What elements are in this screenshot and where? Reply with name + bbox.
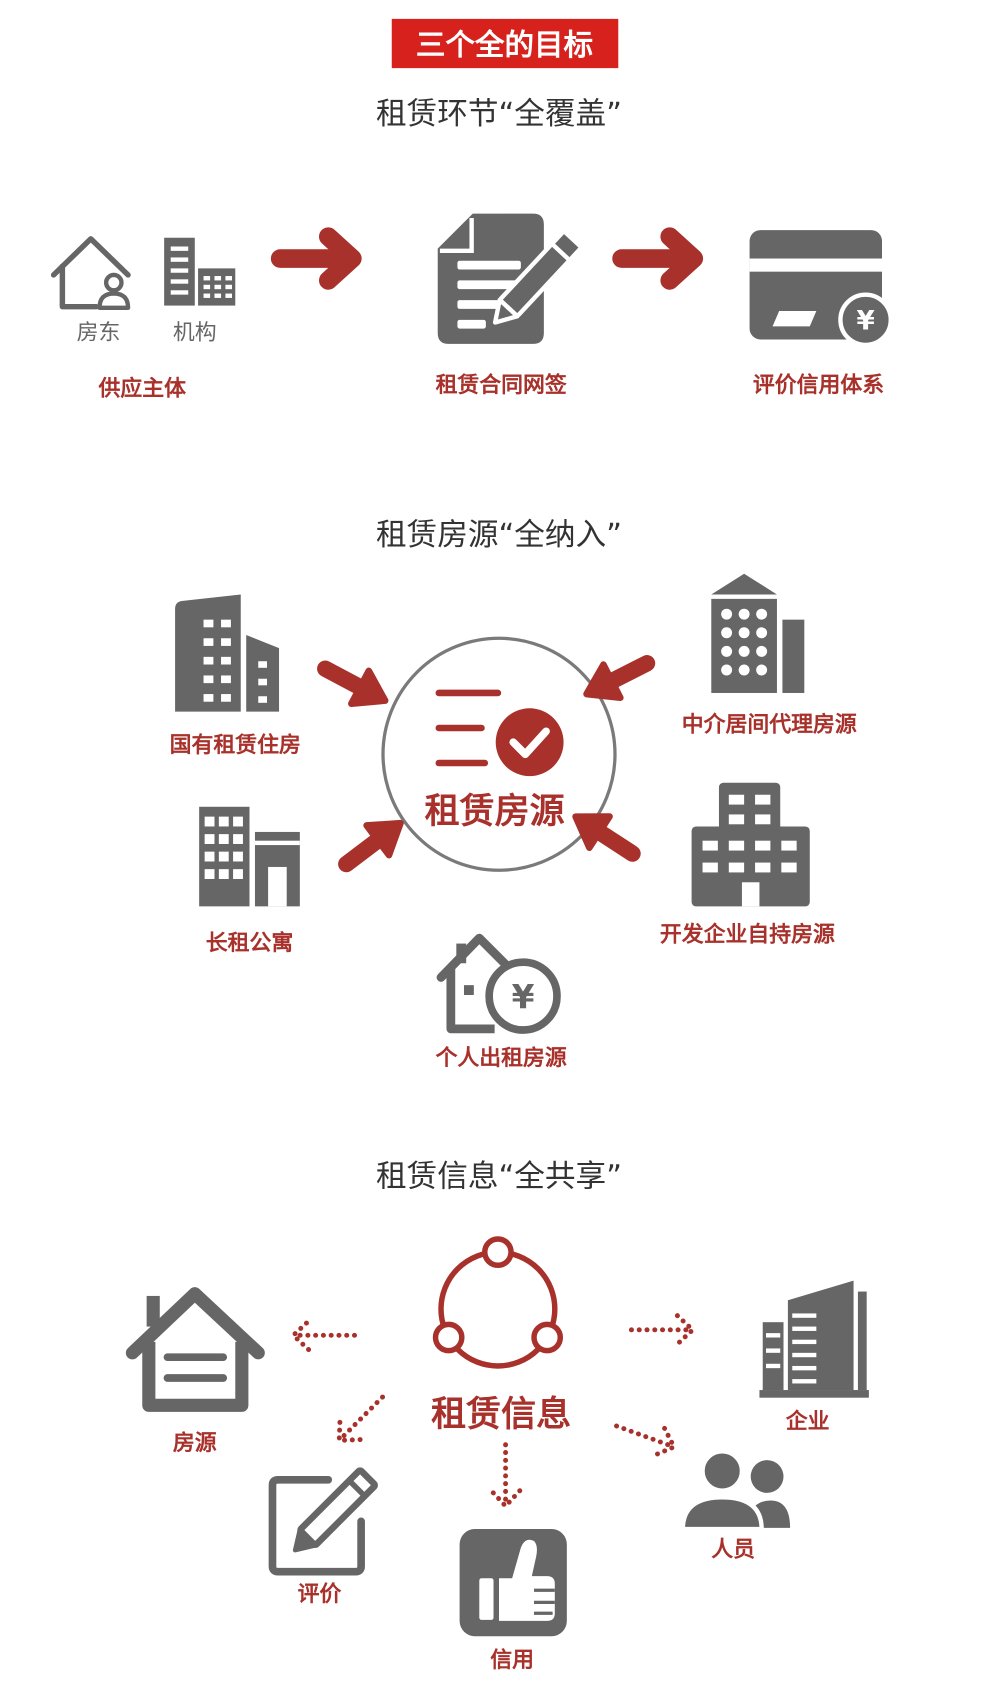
house-icon	[125, 1287, 265, 1412]
section-lease-process: 租赁环节“全覆盖” 房东 机构	[50, 97, 893, 401]
stepped-building-icon	[691, 782, 810, 907]
edit-icon	[268, 1467, 378, 1576]
title-badge: 三个全的目标	[391, 18, 619, 69]
center-info-label: 租赁信息	[431, 1394, 571, 1435]
agency-source-label: 中介居间代理房源	[682, 711, 857, 737]
building-icon	[175, 594, 280, 712]
arrow-to-center-icon	[317, 660, 389, 707]
yen-symbol: ¥	[856, 307, 874, 337]
evaluation-label: 评价	[298, 1582, 342, 1607]
office-building-icon	[164, 237, 236, 306]
center-source-label: 租赁房源	[425, 792, 565, 832]
section-housing-sources: 租赁房源“全纳入” 租赁房源	[170, 518, 857, 1071]
yen-symbol: ¥	[512, 978, 535, 1016]
contract-label: 租赁合同网签	[436, 372, 567, 398]
section2-title: 租赁房源“全纳入”	[376, 518, 622, 553]
developer-held-label: 开发企业自持房源	[660, 921, 835, 947]
section1-title: 租赁环节“全覆盖”	[376, 97, 622, 132]
document-pencil-icon	[437, 213, 583, 344]
list-check-icon	[435, 689, 564, 777]
arrow-to-center-icon	[338, 819, 404, 873]
house-person-icon	[50, 236, 131, 310]
housing-label: 房源	[173, 1430, 217, 1456]
dotted-arrow-icon	[488, 1442, 523, 1509]
institution-label: 机构	[173, 321, 217, 346]
credit-card-yen-icon: ¥	[749, 230, 893, 348]
section3-title: 租赁信息“全共享”	[376, 1159, 622, 1194]
apartment-icon	[199, 806, 300, 907]
arrow-to-center-icon	[583, 655, 656, 702]
flow-arrow-right-icon	[612, 227, 704, 290]
share-network-icon	[432, 1236, 564, 1369]
dotted-arrow-icon	[290, 1318, 358, 1353]
flow-arrow-right-icon	[270, 227, 362, 290]
enterprise-label: 企业	[786, 1408, 830, 1434]
landlord-label: 房东	[77, 321, 121, 346]
individual-source-label: 个人出租房源	[436, 1045, 567, 1071]
enterprise-building-icon	[759, 1280, 869, 1398]
tower-icon	[711, 573, 805, 693]
credit-label: 信用	[490, 1647, 534, 1673]
credit-system-label: 评价信用体系	[753, 372, 884, 398]
dotted-arrow-icon	[628, 1313, 696, 1347]
dotted-arrow-icon	[336, 1394, 386, 1443]
arrow-to-center-icon	[572, 813, 641, 862]
supply-subject-label: 供应主体	[98, 375, 187, 401]
long-term-apartment-label: 长租公寓	[206, 930, 294, 956]
badge-title: 三个全的目标	[416, 28, 593, 62]
section-information-sharing: 租赁信息“全共享” 租赁信息 房源 评价	[125, 1159, 869, 1673]
state-owned-housing-label: 国有租赁住房	[170, 732, 301, 758]
personnel-label: 人员	[711, 1537, 755, 1562]
dotted-arrow-icon	[614, 1423, 677, 1458]
thumbs-up-icon	[459, 1529, 567, 1637]
people-icon	[680, 1449, 791, 1532]
center-source-circle: 租赁房源	[381, 636, 617, 872]
house-yen-icon: ¥	[436, 933, 561, 1034]
